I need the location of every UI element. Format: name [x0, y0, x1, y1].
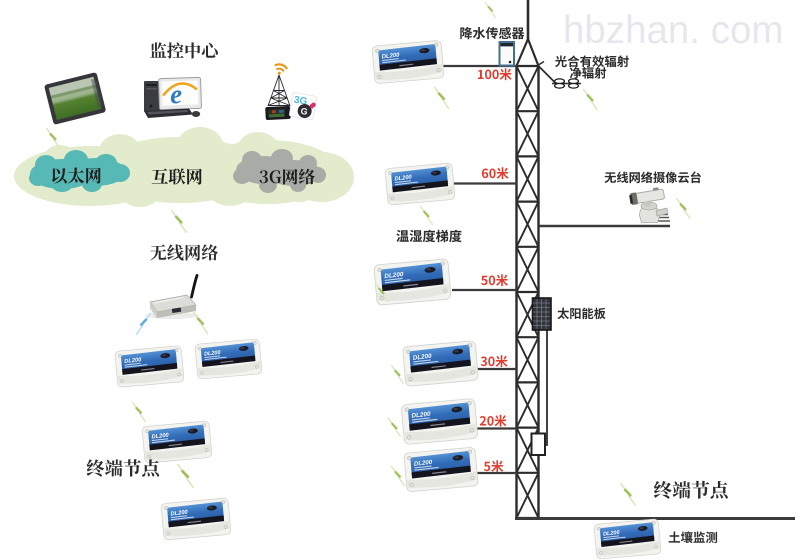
- svg-text:G: G: [300, 106, 309, 117]
- svg-text:hbzhan. com: hbzhan. com: [563, 9, 783, 52]
